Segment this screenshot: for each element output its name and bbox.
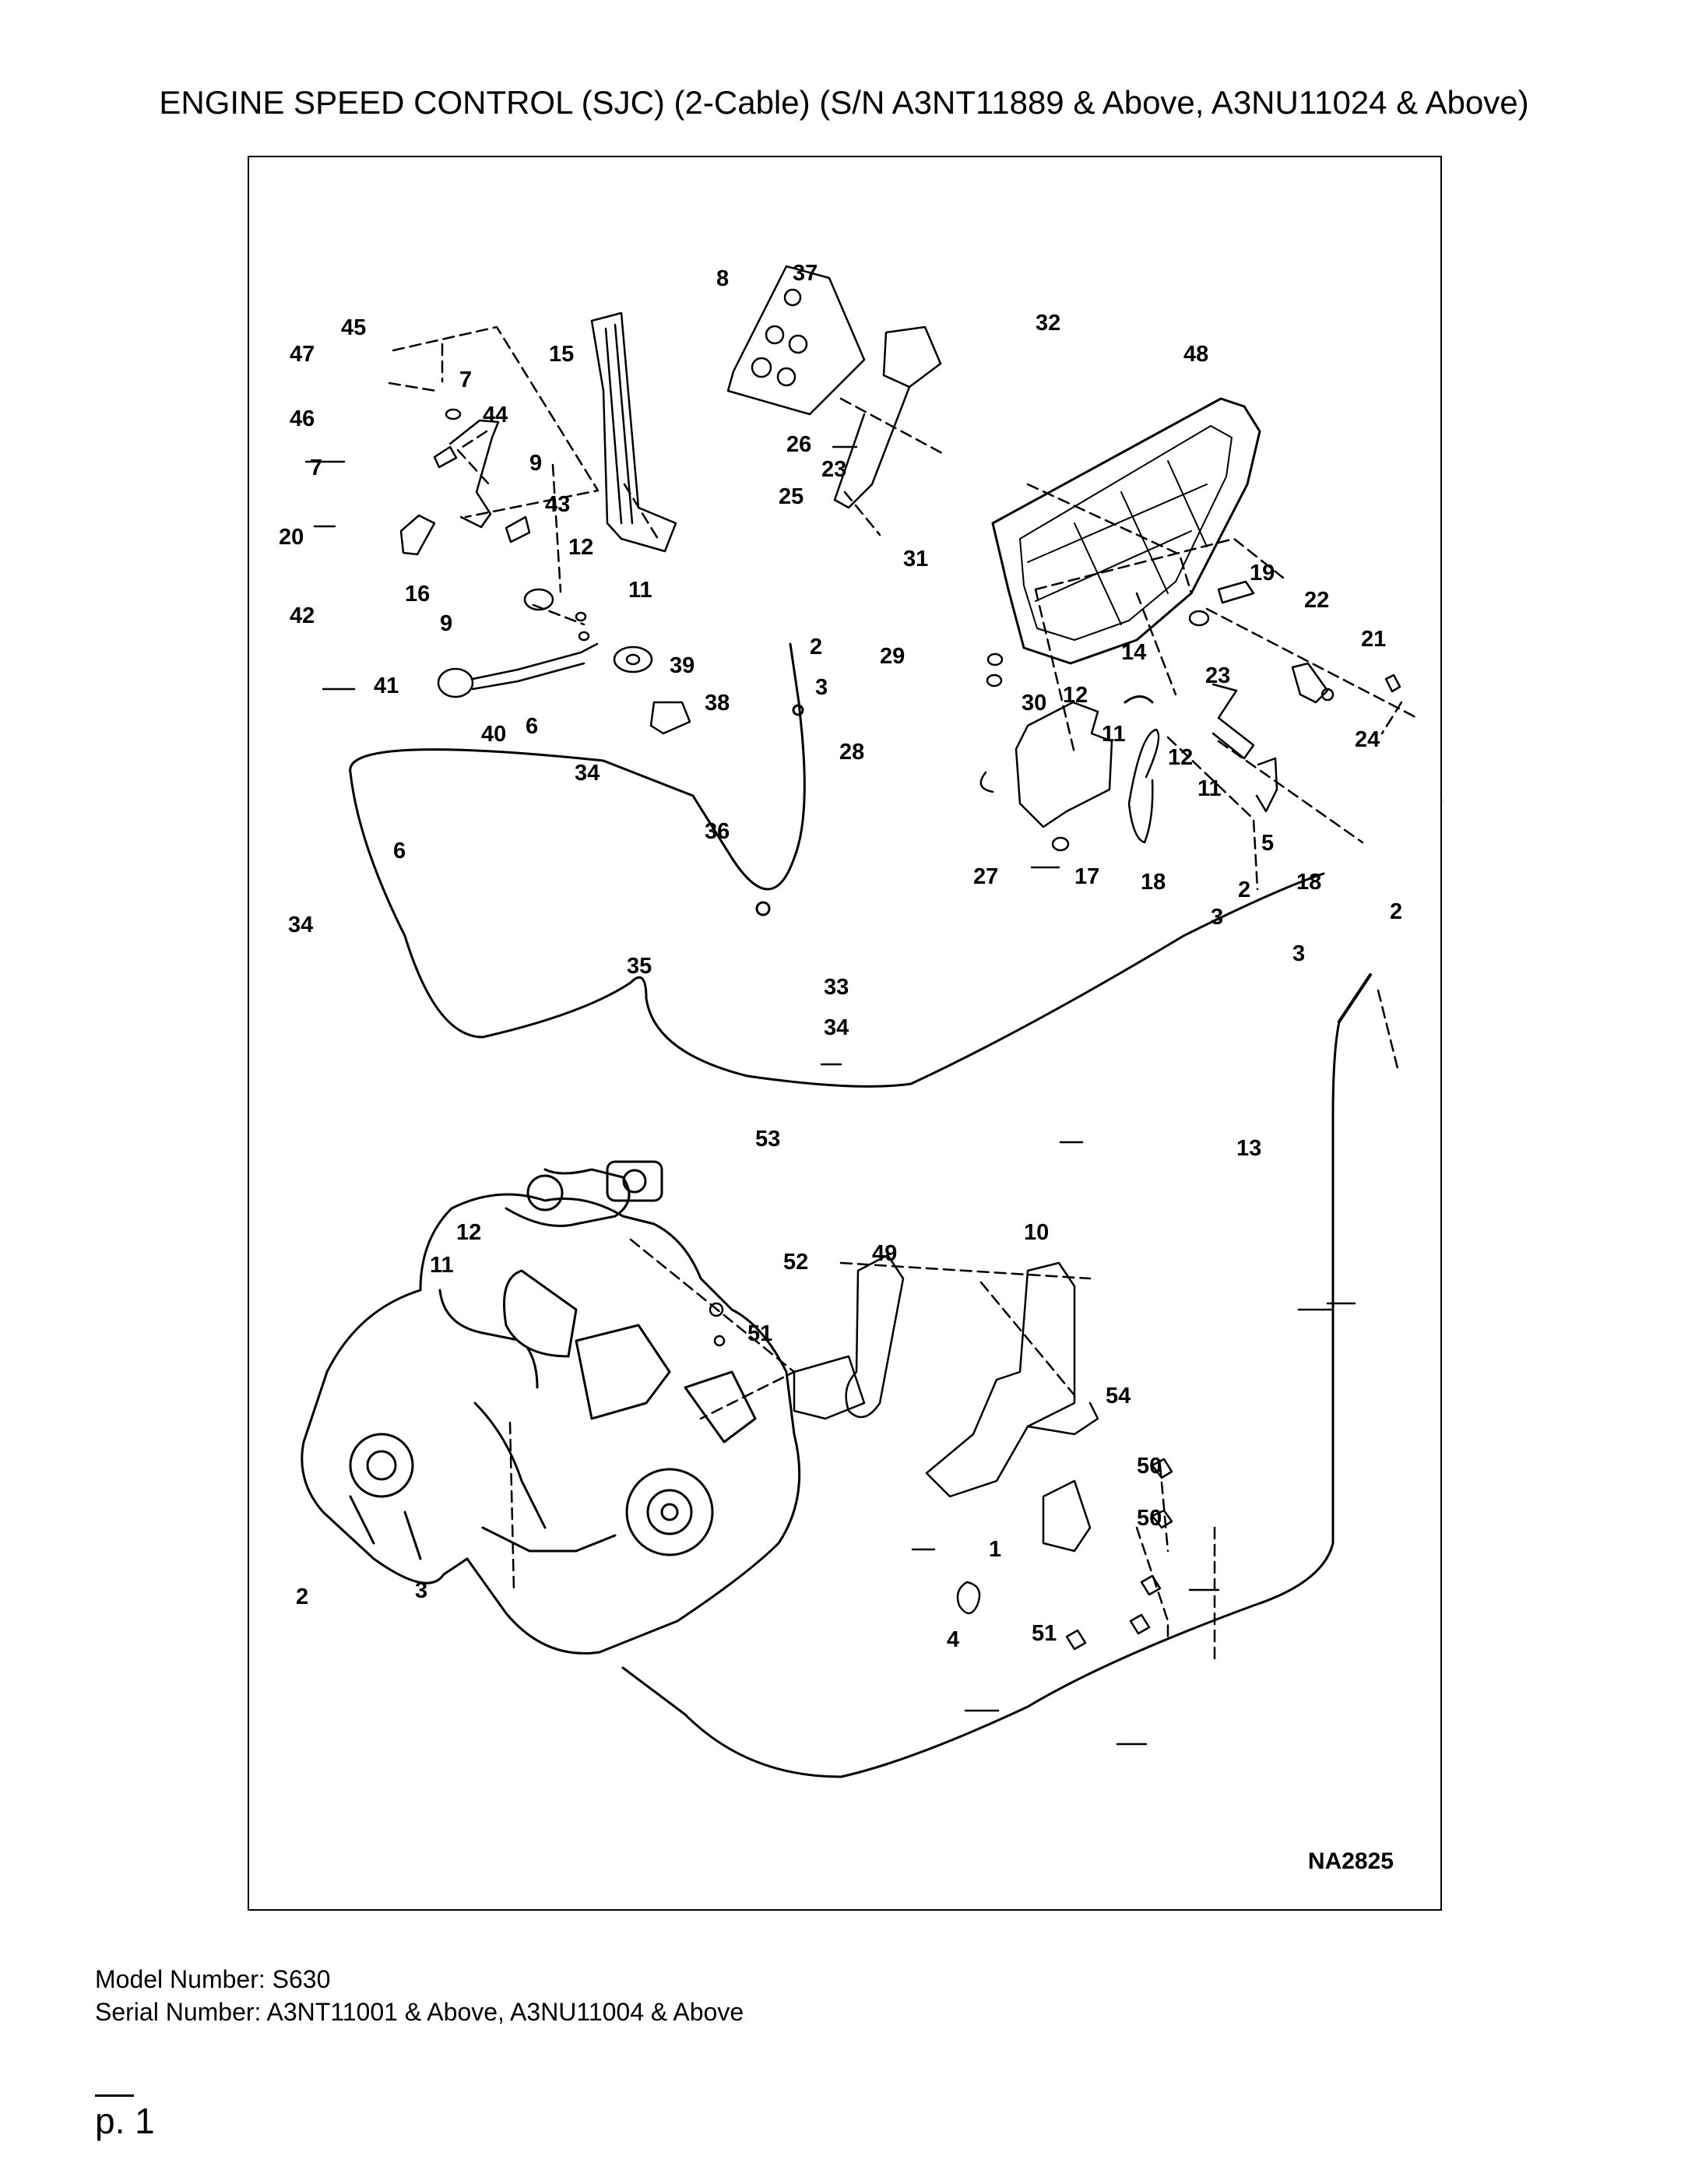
callout-24: 24 bbox=[1355, 727, 1380, 752]
callout-50: 50 bbox=[1137, 1454, 1162, 1479]
callout-44: 44 bbox=[483, 403, 508, 427]
callout-23: 23 bbox=[821, 457, 846, 482]
callout-labels: 8 37 32 45 47 7 15 48 46 44 26 23 7 9 25… bbox=[279, 261, 1402, 1652]
callout-32: 32 bbox=[1036, 311, 1060, 336]
callout-54: 54 bbox=[1106, 1384, 1131, 1409]
callout-45: 45 bbox=[341, 315, 366, 340]
callout-11: 11 bbox=[628, 578, 652, 603]
page-title: ENGINE SPEED CONTROL (SJC) (2-Cable) (S/… bbox=[159, 84, 1529, 121]
diagram-frame: 8 37 32 45 47 7 15 48 46 44 26 23 7 9 25… bbox=[248, 156, 1444, 1911]
callout-42: 42 bbox=[290, 603, 315, 628]
callout-22: 22 bbox=[1304, 588, 1329, 613]
callout-33: 33 bbox=[824, 975, 849, 1000]
callout-34b: 34 bbox=[288, 913, 313, 937]
callout-8: 8 bbox=[716, 266, 729, 291]
callout-12: 12 bbox=[568, 535, 593, 560]
callout-18: 18 bbox=[1141, 870, 1166, 895]
exploded-parts-diagram: 8 37 32 45 47 7 15 48 46 44 26 23 7 9 25… bbox=[279, 261, 1444, 1778]
callout-11d: 11 bbox=[430, 1253, 454, 1278]
diagram-reference-code: NA2825 bbox=[1307, 1848, 1394, 1874]
part-8-rail bbox=[590, 311, 677, 553]
callout-50b: 50 bbox=[1137, 1506, 1162, 1531]
callout-47: 47 bbox=[290, 342, 315, 367]
part-37-plate bbox=[726, 265, 866, 416]
model-number: Model Number: S630 bbox=[95, 1965, 331, 1993]
callout-43: 43 bbox=[545, 492, 570, 517]
callout-40: 40 bbox=[481, 722, 506, 747]
callout-46: 46 bbox=[290, 406, 315, 431]
callout-12c: 12 bbox=[1168, 745, 1193, 770]
callout-11c: 11 bbox=[1197, 776, 1222, 801]
callout-27: 27 bbox=[973, 864, 998, 889]
callout-15: 15 bbox=[549, 342, 574, 367]
part-32-pedal bbox=[833, 325, 942, 509]
engine-53 bbox=[301, 1160, 801, 1655]
lower-brackets bbox=[709, 1254, 1173, 1651]
callout-34c: 34 bbox=[824, 1015, 849, 1040]
part-44-bracket bbox=[399, 408, 531, 556]
linkage-assembly bbox=[979, 580, 1401, 852]
callout-4: 4 bbox=[947, 1627, 959, 1652]
callout-1: 1 bbox=[989, 1537, 1001, 1562]
callout-9b: 9 bbox=[440, 611, 452, 636]
callout-51: 51 bbox=[747, 1321, 772, 1346]
callout-2b: 2 bbox=[1238, 877, 1250, 902]
callout-6b: 6 bbox=[393, 839, 406, 863]
callout-25: 25 bbox=[779, 484, 804, 509]
callout-17: 17 bbox=[1074, 864, 1099, 889]
small-hardware bbox=[437, 588, 691, 735]
callout-52: 52 bbox=[783, 1250, 808, 1275]
callout-3d: 3 bbox=[415, 1578, 427, 1603]
callout-7b: 7 bbox=[310, 455, 322, 480]
callout-39: 39 bbox=[670, 653, 695, 678]
callout-19: 19 bbox=[1250, 561, 1275, 586]
callout-49: 49 bbox=[872, 1241, 897, 1266]
page-number: p. 1 bbox=[95, 2101, 155, 2141]
callout-10: 10 bbox=[1024, 1220, 1049, 1245]
callout-7: 7 bbox=[459, 368, 472, 392]
callout-3c: 3 bbox=[1292, 941, 1305, 966]
leader-lines bbox=[304, 445, 1356, 1746]
callout-23b: 23 bbox=[1205, 663, 1230, 688]
callout-11b: 11 bbox=[1102, 722, 1126, 747]
callout-5: 5 bbox=[1261, 831, 1274, 856]
assembly-dash-lines bbox=[388, 325, 1444, 1662]
callout-9: 9 bbox=[529, 451, 542, 476]
callout-51b: 51 bbox=[1032, 1621, 1057, 1646]
callout-53: 53 bbox=[755, 1127, 780, 1152]
callout-14: 14 bbox=[1121, 640, 1146, 665]
callout-28: 28 bbox=[839, 740, 864, 765]
callout-2d: 2 bbox=[296, 1584, 308, 1609]
callout-2: 2 bbox=[810, 635, 822, 659]
callout-26: 26 bbox=[786, 432, 811, 457]
callout-36: 36 bbox=[705, 819, 730, 844]
callout-21: 21 bbox=[1361, 627, 1386, 652]
callout-18b: 18 bbox=[1296, 870, 1321, 895]
callout-3b: 3 bbox=[1211, 905, 1223, 930]
callout-6: 6 bbox=[526, 714, 538, 739]
callout-12b: 12 bbox=[1063, 683, 1088, 708]
callout-30: 30 bbox=[1022, 691, 1046, 716]
callout-13: 13 bbox=[1236, 1136, 1261, 1161]
part-48-cover bbox=[991, 397, 1261, 665]
callout-16: 16 bbox=[405, 582, 430, 607]
serial-number: Serial Number: A3NT11001 & Above, A3NU11… bbox=[95, 1998, 744, 2026]
page-divider bbox=[95, 2094, 134, 2097]
callout-20: 20 bbox=[279, 525, 304, 550]
callout-41: 41 bbox=[374, 673, 399, 698]
callout-31: 31 bbox=[903, 547, 928, 571]
part-13-cable bbox=[621, 973, 1372, 1778]
part-35-cable bbox=[349, 642, 1325, 1088]
callout-38: 38 bbox=[705, 691, 730, 716]
callout-48: 48 bbox=[1183, 342, 1208, 367]
callout-12d: 12 bbox=[456, 1220, 481, 1245]
callout-29: 29 bbox=[880, 644, 905, 669]
callout-34: 34 bbox=[575, 761, 600, 786]
callout-37: 37 bbox=[793, 261, 818, 286]
callout-2c: 2 bbox=[1390, 899, 1402, 924]
callout-3: 3 bbox=[815, 675, 828, 700]
callout-35: 35 bbox=[627, 954, 652, 979]
